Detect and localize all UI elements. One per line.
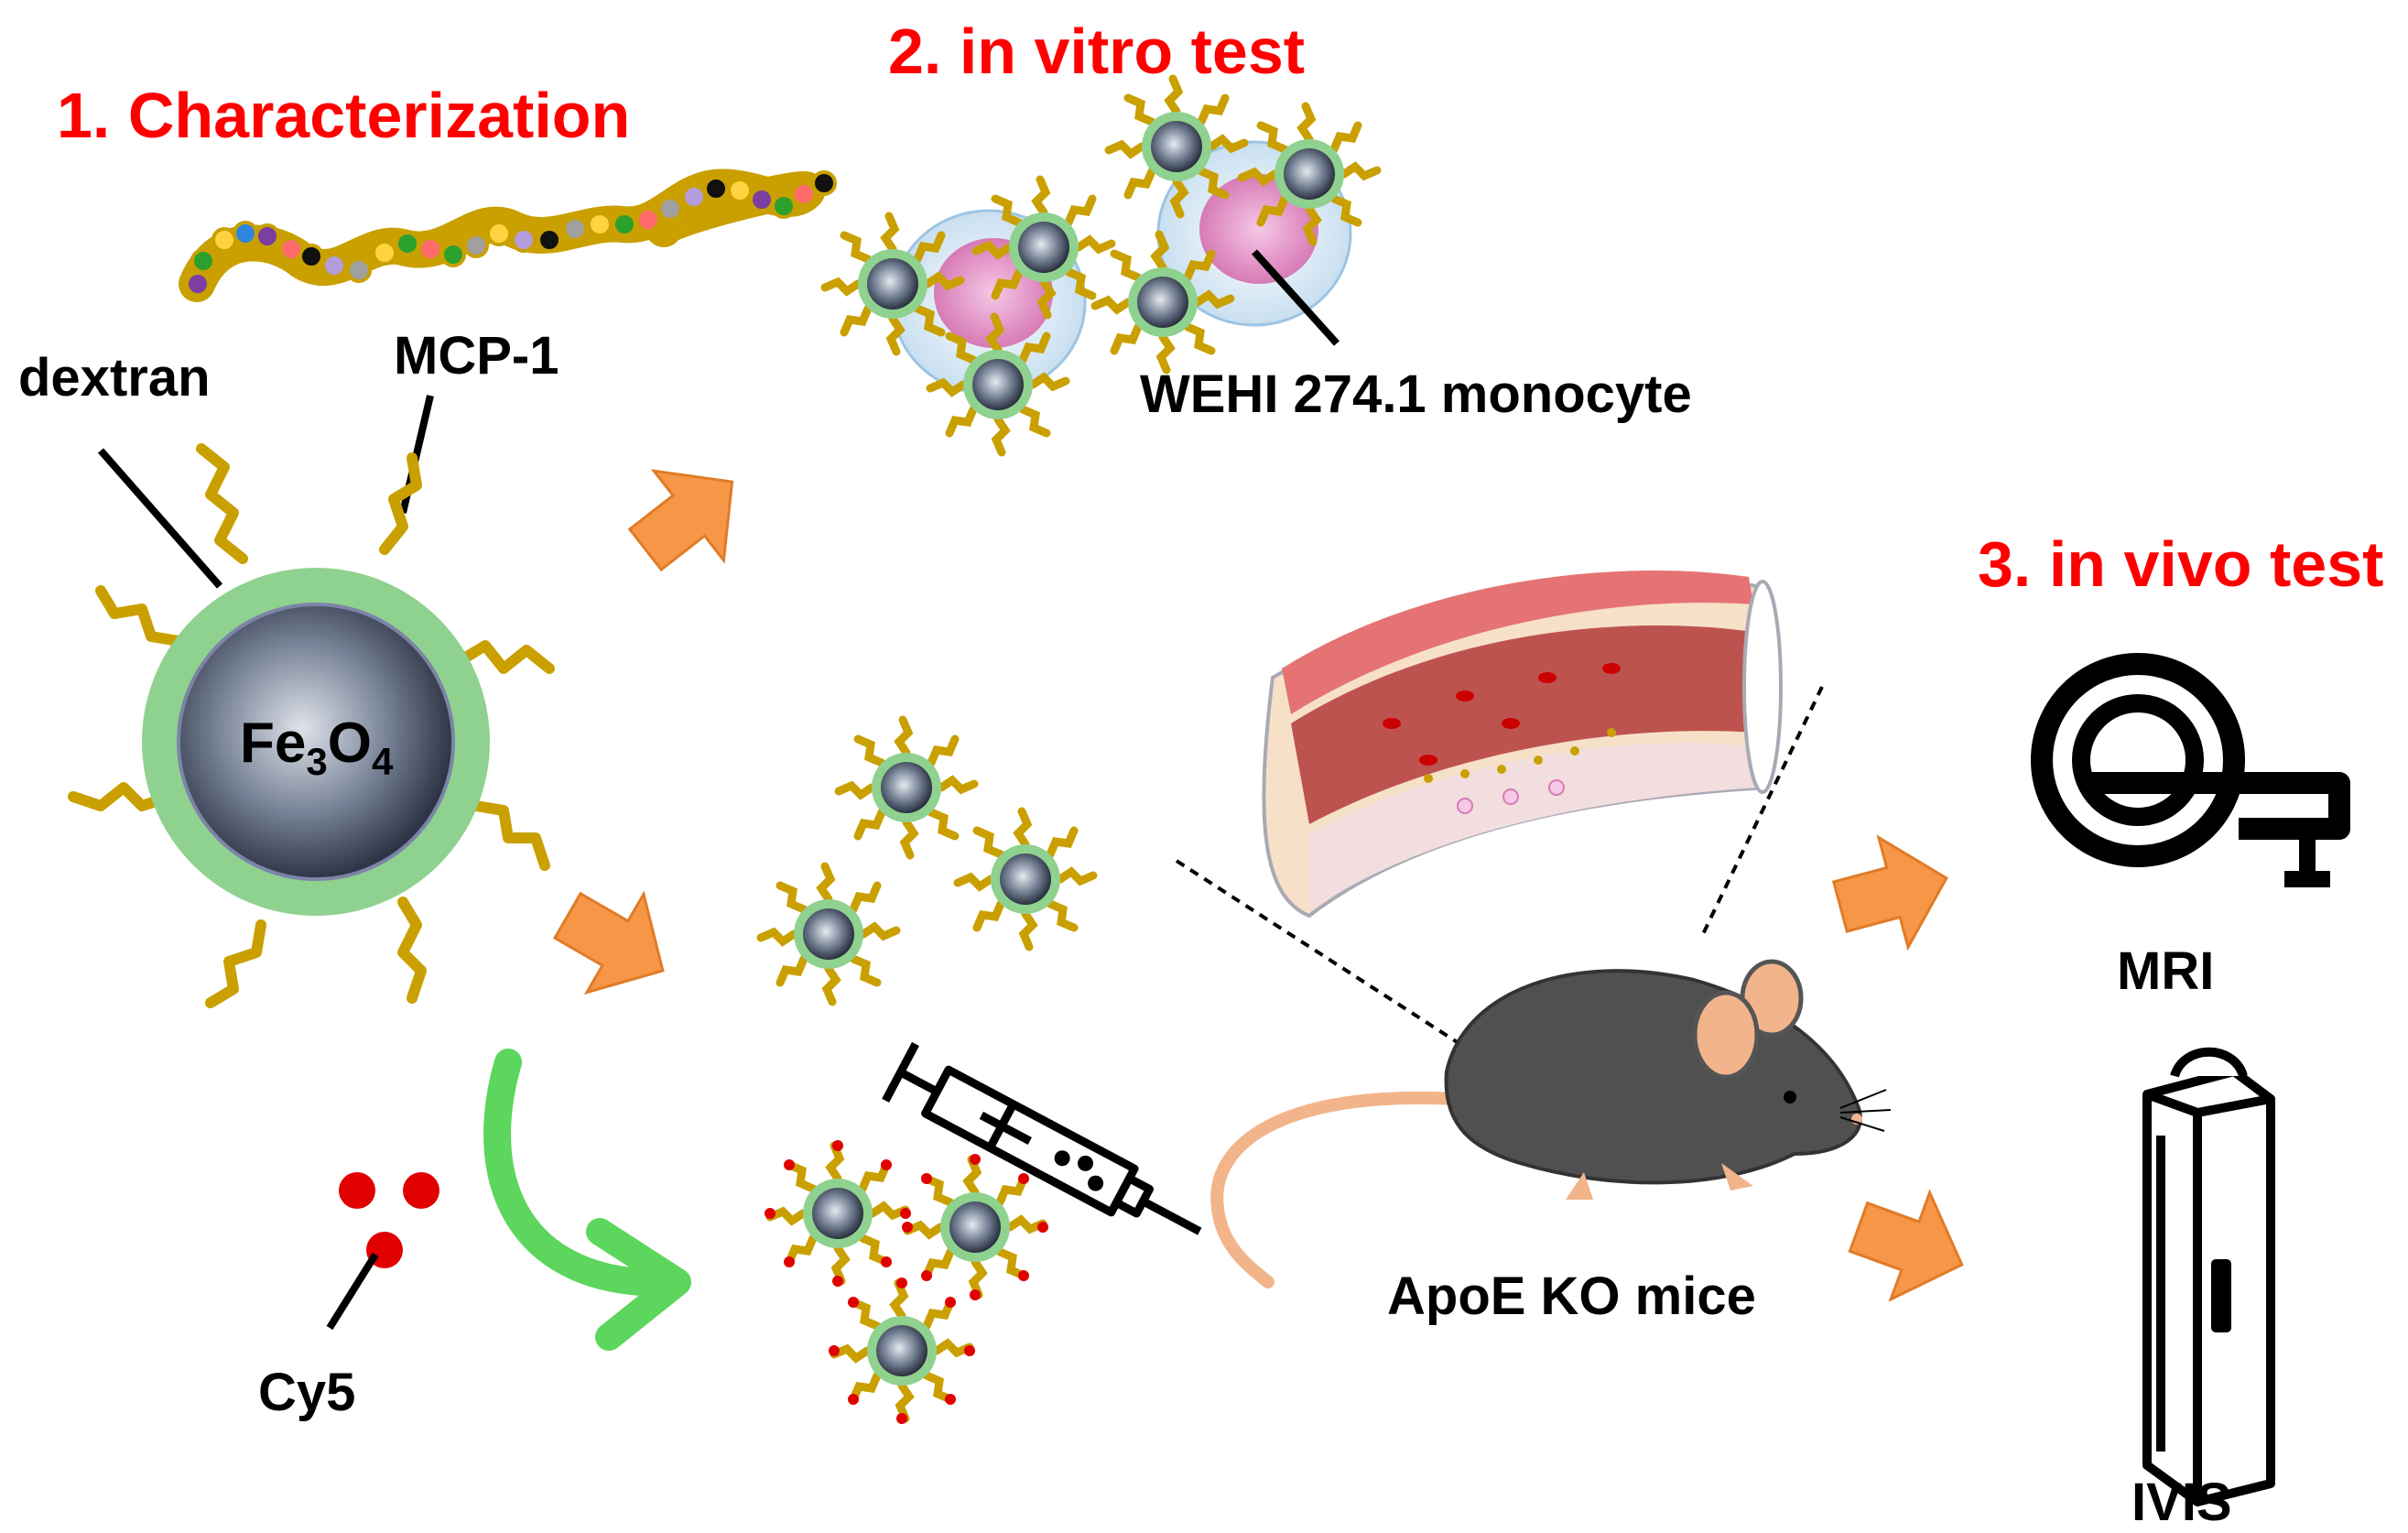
invitro-particle xyxy=(930,317,1066,452)
zoom-line-right xyxy=(1701,686,1824,935)
arrow-to-invitro xyxy=(609,435,769,596)
arrow-to-particles xyxy=(537,864,693,1022)
invitro-particle xyxy=(1242,106,1377,242)
label-mcp1: MCP-1 xyxy=(394,326,559,386)
arrow-to-mri xyxy=(1824,821,1963,963)
invitro-particle xyxy=(825,216,960,352)
label-monocyte: WEHI 274.1 monocyte xyxy=(1140,364,1692,424)
label-dextran: dextran xyxy=(18,348,211,408)
label-ivis: IVIS xyxy=(2131,1473,2232,1532)
syringe-icon xyxy=(882,1041,1202,1235)
invitro-particle xyxy=(1095,234,1231,370)
ivis-imager-icon xyxy=(2142,1047,2275,1506)
cy5-particle xyxy=(902,1154,1048,1300)
artery-icon xyxy=(1262,571,1783,919)
label-mri: MRI xyxy=(2117,941,2214,1001)
label-mice: ApoE KO mice xyxy=(1387,1267,1756,1326)
title-characterization: 1. Characterization xyxy=(57,80,630,151)
free-particle xyxy=(761,866,896,1002)
nanoparticle-icon: Fe3O4 xyxy=(68,443,555,1008)
invitro-particle xyxy=(1109,79,1244,214)
dextran-pointer-line xyxy=(97,448,223,589)
label-cy5: Cy5 xyxy=(258,1363,355,1422)
title-in-vitro: 2. in vitro test xyxy=(888,16,1305,87)
free-particle xyxy=(958,811,1093,947)
title-in-vivo: 3. in vivo test xyxy=(1978,528,2383,600)
arrow-to-ivis xyxy=(1838,1172,1983,1320)
cy5-pointer-line xyxy=(326,1252,379,1331)
mcp1-chain-icon xyxy=(179,169,837,302)
invitro-particle xyxy=(976,179,1112,315)
green-curved-arrow xyxy=(483,1049,691,1351)
cy5-particle xyxy=(765,1140,911,1287)
cy5-dye-icon xyxy=(339,1172,439,1268)
free-particle xyxy=(839,720,974,855)
mri-scanner-icon xyxy=(2031,653,2350,887)
mouse-icon xyxy=(1210,959,1892,1288)
label-core: Fe3O4 xyxy=(240,712,394,783)
cy5-particle xyxy=(829,1278,975,1424)
monocyte-pointer-line xyxy=(1252,249,1340,346)
